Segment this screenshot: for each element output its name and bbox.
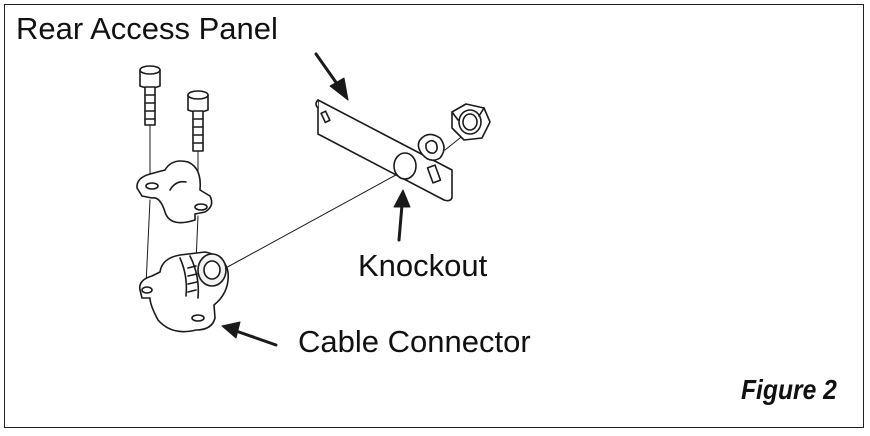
arrow-cable-connector	[221, 321, 278, 347]
figure-caption: Figure 2	[741, 374, 837, 405]
arrow-rear-panel	[314, 52, 349, 101]
clamp-strap	[136, 160, 213, 224]
rear-access-panel	[315, 99, 453, 202]
cable-connector	[138, 251, 230, 333]
knockout-hole	[393, 152, 417, 180]
cable-connector-label: Cable Connector	[298, 324, 531, 359]
washer	[417, 133, 445, 162]
knockout-label: Knockout	[358, 248, 488, 283]
arrow-knockout	[393, 189, 411, 242]
screw-left	[139, 65, 161, 126]
rear-access-panel-label: Rear Access Panel	[16, 11, 278, 46]
locknut	[451, 103, 491, 141]
screw-right	[187, 90, 209, 152]
